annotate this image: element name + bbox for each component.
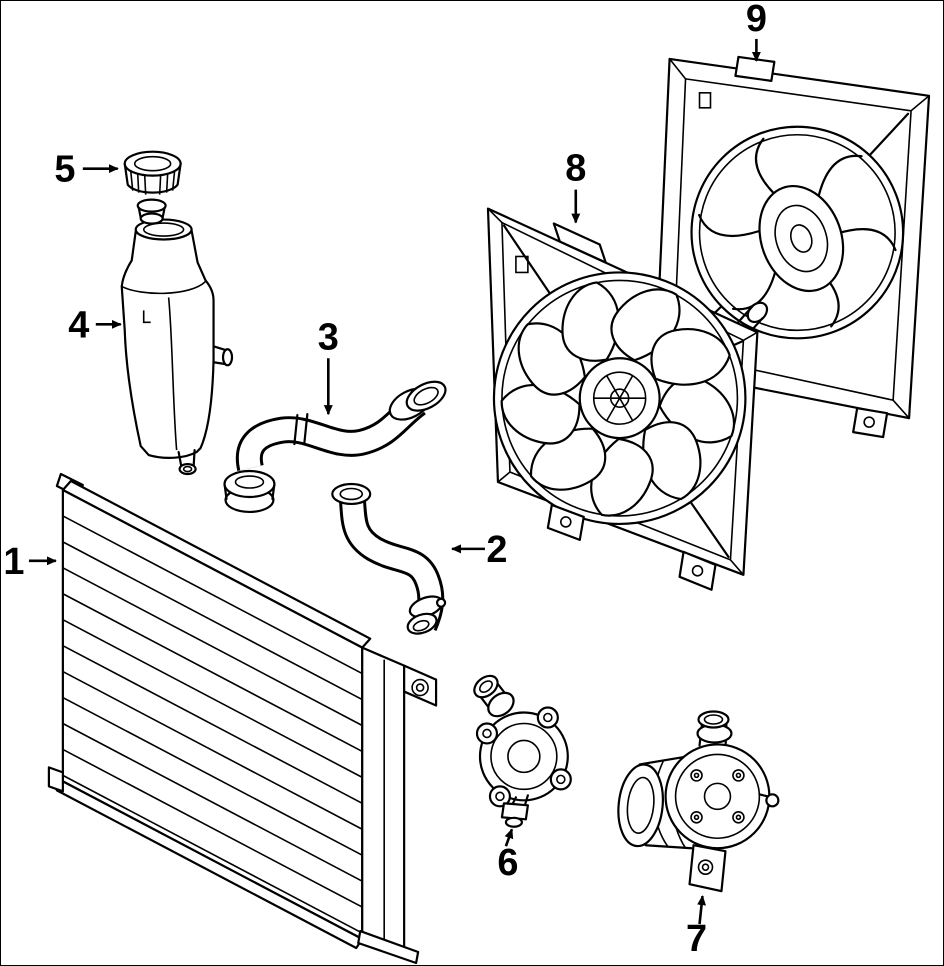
callout-upper-hose[interactable]: 3 bbox=[318, 316, 339, 416]
callout-water-pump[interactable]: 7 bbox=[686, 895, 707, 960]
callout-arrow bbox=[697, 895, 707, 925]
callout-thermostat[interactable]: 6 bbox=[497, 828, 518, 884]
radiator-illustration bbox=[47, 472, 438, 965]
thermostat-inlet bbox=[473, 674, 499, 699]
callout-number[interactable]: 6 bbox=[497, 842, 518, 884]
callout-lower-hose[interactable]: 2 bbox=[451, 529, 507, 571]
cap-ribs bbox=[129, 170, 176, 195]
pump-inlet bbox=[697, 710, 730, 729]
pump-flange bbox=[664, 743, 771, 850]
callout-cap[interactable]: 5 bbox=[54, 149, 119, 191]
upper-hose-illustration bbox=[223, 380, 447, 514]
expansion-tank-illustration bbox=[120, 218, 234, 476]
callout-number[interactable]: 4 bbox=[68, 304, 89, 346]
pump-mount-tab bbox=[688, 844, 727, 893]
callout-number[interactable]: 2 bbox=[486, 529, 507, 571]
callout-number[interactable]: 9 bbox=[746, 1, 767, 40]
callout-fan-shroud[interactable]: 9 bbox=[746, 1, 767, 62]
callout-number[interactable]: 7 bbox=[686, 918, 707, 960]
callout-number[interactable]: 5 bbox=[54, 149, 75, 191]
shroud-top-bracket bbox=[734, 55, 776, 82]
callout-radiator[interactable]: 1 bbox=[3, 541, 57, 583]
callouts: 1 2 3 4 5 6 7 8 bbox=[3, 1, 767, 960]
fan-top-bracket bbox=[552, 222, 607, 264]
cooling-fan-assembly-illustration bbox=[486, 207, 759, 591]
radiator-side-tank bbox=[361, 646, 406, 953]
thermostat-sensor bbox=[500, 802, 529, 821]
hose-end-collar bbox=[223, 469, 276, 499]
callout-fan-assembly[interactable]: 8 bbox=[565, 148, 586, 224]
callout-number[interactable]: 1 bbox=[3, 541, 24, 583]
thermostat-illustration bbox=[473, 674, 572, 828]
rear-fan-hub bbox=[758, 184, 845, 293]
radiator-fins bbox=[62, 515, 363, 934]
water-pump-illustration bbox=[617, 710, 780, 893]
callout-expansion-tank[interactable]: 4 bbox=[68, 304, 122, 346]
lower-hose-illustration bbox=[331, 482, 447, 635]
tank-cap-illustration bbox=[123, 150, 182, 225]
hose-top-flange bbox=[331, 482, 372, 506]
hose-clamp-end bbox=[406, 612, 438, 635]
callout-number[interactable]: 8 bbox=[565, 148, 586, 190]
pump-snout bbox=[617, 763, 664, 848]
callout-arrow bbox=[504, 828, 514, 847]
callout-number[interactable]: 3 bbox=[318, 316, 339, 358]
thermostat-flange bbox=[478, 711, 569, 802]
